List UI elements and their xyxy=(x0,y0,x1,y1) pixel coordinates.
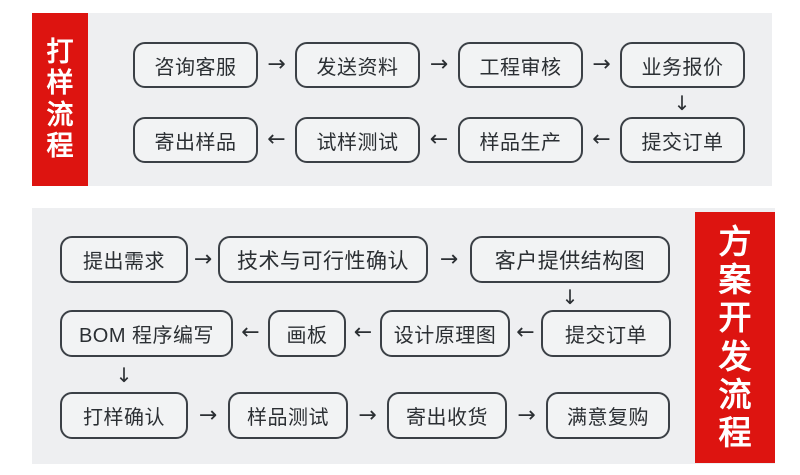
arrow-left-icon: ← xyxy=(516,320,535,345)
flow-node-ship-receive[interactable]: 寄出收货 xyxy=(387,392,507,439)
flow-node-satisfied-reorder[interactable]: 满意复购 xyxy=(546,392,670,439)
flow-node-engineering-review[interactable]: 工程审核 xyxy=(458,42,583,88)
arrow-down-icon: ↓ xyxy=(673,90,691,115)
banner-char: 打 xyxy=(46,36,74,67)
arrow-left-icon: ← xyxy=(353,320,373,345)
banner-char: 开 xyxy=(718,299,752,337)
prototype-flow-banner: 打 样 流 程 xyxy=(32,13,88,186)
flow-node-sample-production[interactable]: 样品生产 xyxy=(458,117,583,163)
flow-node-submit-order[interactable]: 提交订单 xyxy=(620,117,745,163)
arrow-down-icon: ↓ xyxy=(115,362,133,387)
flow-node-submit-order[interactable]: 提交订单 xyxy=(541,310,671,357)
banner-char: 发 xyxy=(718,337,752,375)
flow-node-pcb-layout[interactable]: 画板 xyxy=(268,310,346,357)
flow-node-ship-sample[interactable]: 寄出样品 xyxy=(133,117,258,163)
flow-node-business-quote[interactable]: 业务报价 xyxy=(620,42,745,88)
banner-char: 案 xyxy=(718,260,752,298)
flow-node-tech-feasibility-confirm[interactable]: 技术与可行性确认 xyxy=(218,236,428,283)
arrow-left-icon: ← xyxy=(592,127,611,152)
arrow-right-icon: → xyxy=(198,403,218,428)
banner-char: 方 xyxy=(718,222,752,260)
arrow-down-icon: ↓ xyxy=(561,285,579,309)
arrow-right-icon: → xyxy=(358,403,377,428)
arrow-right-icon: → xyxy=(267,52,286,77)
banner-char: 样 xyxy=(46,68,74,99)
arrow-right-icon: → xyxy=(193,247,213,272)
arrow-right-icon: → xyxy=(517,403,536,428)
banner-char: 程 xyxy=(46,130,74,161)
flow-node-sample-testing[interactable]: 样品测试 xyxy=(228,392,348,439)
flow-node-send-materials[interactable]: 发送资料 xyxy=(295,42,420,88)
arrow-right-icon: → xyxy=(592,52,611,77)
flow-node-consult-service[interactable]: 咨询客服 xyxy=(133,42,258,88)
design-flow-banner: 方 案 开 发 流 程 xyxy=(695,212,775,463)
arrow-left-icon: ← xyxy=(429,127,449,152)
banner-char: 流 xyxy=(46,99,74,130)
arrow-left-icon: ← xyxy=(241,320,260,345)
arrow-right-icon: → xyxy=(439,247,459,272)
flow-node-sample-testing[interactable]: 试样测试 xyxy=(295,117,420,163)
flow-node-customer-structure-drawing[interactable]: 客户提供结构图 xyxy=(470,236,670,283)
flow-node-raise-requirement[interactable]: 提出需求 xyxy=(60,236,188,283)
banner-char: 程 xyxy=(718,414,752,452)
flow-node-bom-firmware[interactable]: BOM 程序编写 xyxy=(60,310,233,357)
banner-char: 流 xyxy=(718,375,752,413)
arrow-right-icon: → xyxy=(429,52,449,77)
flow-node-schematic-design[interactable]: 设计原理图 xyxy=(380,310,510,357)
arrow-left-icon: ← xyxy=(267,127,286,152)
flow-node-prototype-confirm[interactable]: 打样确认 xyxy=(60,392,188,439)
